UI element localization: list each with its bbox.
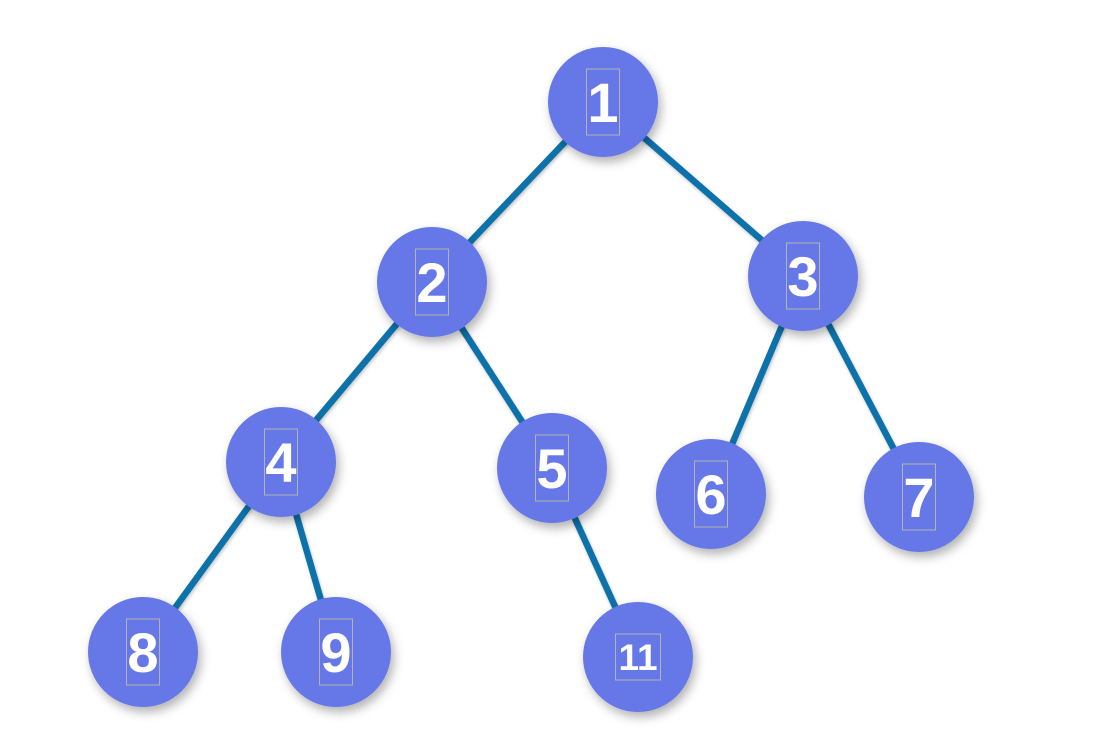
node-circle-8 <box>88 597 198 707</box>
node-label-box-5 <box>535 434 569 502</box>
edges-layer <box>140 99 922 659</box>
node-circle-7 <box>864 442 974 552</box>
node-label-box-3 <box>786 242 820 310</box>
nodes-layer: 1 2 3 4 5 6 7 8 9 11 <box>88 47 974 712</box>
node-circle-4 <box>226 407 336 517</box>
node-circle-9 <box>281 597 391 707</box>
tree-node-1: 1 <box>548 47 658 157</box>
node-label-box-6 <box>694 460 728 528</box>
node-circle-11 <box>583 602 693 712</box>
node-label-6: 6 <box>695 463 726 526</box>
node-label-1: 1 <box>587 71 618 134</box>
node-label-2: 2 <box>416 251 447 314</box>
tree-node-6: 6 <box>656 439 766 549</box>
node-label-9: 9 <box>320 621 351 684</box>
node-circle-1 <box>548 47 658 157</box>
node-label-box-1 <box>586 68 620 136</box>
node-label-box-9 <box>319 618 353 686</box>
node-label-5: 5 <box>536 437 567 500</box>
node-label-box-4 <box>264 428 298 496</box>
node-circle-3 <box>748 221 858 331</box>
tree-node-4: 4 <box>226 407 336 517</box>
node-circle-5 <box>497 413 607 523</box>
node-label-box-2 <box>415 248 449 316</box>
node-label-box-8 <box>126 618 160 686</box>
tree-node-9: 9 <box>281 597 391 707</box>
tree-node-2: 2 <box>377 227 487 337</box>
node-label-3: 3 <box>787 245 818 308</box>
tree-node-7: 7 <box>864 442 974 552</box>
node-label-7: 7 <box>903 466 934 529</box>
tree-node-11: 11 <box>583 602 693 712</box>
node-label-8: 8 <box>127 621 158 684</box>
node-label-box-7 <box>902 463 936 531</box>
node-label-box-11 <box>615 633 661 681</box>
node-label-4: 4 <box>265 431 296 494</box>
node-circle-6 <box>656 439 766 549</box>
tree-node-5: 5 <box>497 413 607 523</box>
tree-node-3: 3 <box>748 221 858 331</box>
node-circle-2 <box>377 227 487 337</box>
tree-node-8: 8 <box>88 597 198 707</box>
node-label-11: 11 <box>618 637 657 678</box>
